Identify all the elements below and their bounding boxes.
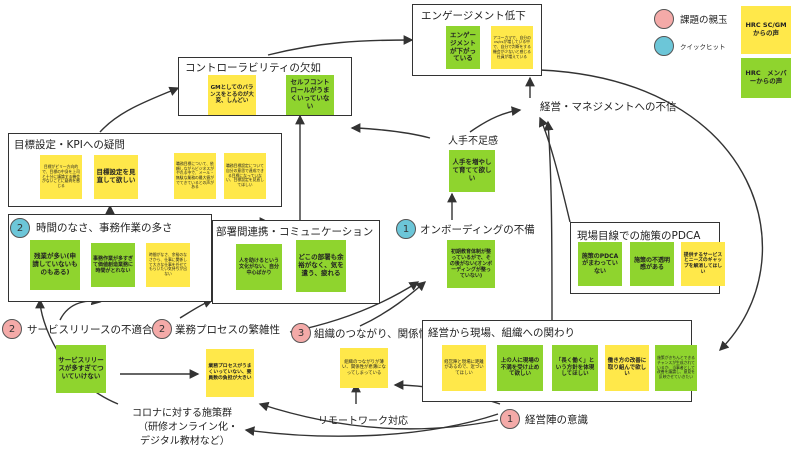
- mgmt-relation-note-1: 経営陣と現場に距離があるので、近づいてほしい: [442, 345, 486, 391]
- mgmt-relation-note-5: 施策がきちんとできるチャンスが生成されているか、当事者として改善を議論し、意見を…: [655, 345, 697, 391]
- mgmt-relation-note-3: 「長く働く」という方針を体現してほしい: [552, 345, 598, 391]
- process-badge: 2: [152, 319, 172, 339]
- corona-line-3: デジタル教材など）: [140, 436, 230, 447]
- legend-blue-label: クイックヒット: [680, 43, 726, 51]
- engagement-note-2: アコーカマで、自分のcs/csが増している中で、自分で判断をする機会が少ないと感…: [491, 26, 533, 69]
- corona-line-1: コロナに対する施策群: [132, 408, 232, 419]
- org-badge: 3: [291, 323, 311, 343]
- pdca-note-2: 施策の不透明感がある: [630, 242, 674, 286]
- busy-badge: 2: [10, 218, 30, 238]
- mgmt-relation-title: 経営から現場、組織への関わり: [428, 327, 575, 339]
- controllability-title: コントローラビリティの欠如: [185, 62, 321, 74]
- cross-dept-note-2: どこの部署も余裕がなく、気を遣う、疲れる: [296, 240, 346, 292]
- corona-line-2: （研修オンライン化・: [138, 422, 238, 433]
- legend-green-note: HRC メンバーからの声: [741, 58, 791, 98]
- busy-note-3: 時間がなさ、余裕のなさから、仕事に関係して大きな仕事を任せてもらいたい気持ちが出…: [146, 243, 190, 287]
- labor-shortage-note: 人手を増やして育てて欲しい: [449, 150, 495, 192]
- controllability-note-1: GMとしてのバランスをとるのが大変、しんどい: [208, 75, 256, 115]
- kpi-note-3: 職務目標について、依頼しながらビジネスがやれる中で、メール・無駄な業務の最大値が…: [174, 153, 216, 199]
- onboarding-label: オンボーディングの不備: [420, 224, 535, 236]
- onboarding-badge: 1: [396, 219, 416, 239]
- onboarding-note: 初期教育体制が整っているがで、その後がない(オンボーディングが整っていない): [447, 240, 495, 288]
- busy-title: 時間のなさ、事務作業の多さ: [36, 222, 173, 234]
- controllability-note-2: セルフコントロールがうまくいっていない: [286, 75, 334, 115]
- process-label: 業務プロセスの繁雑性: [175, 324, 280, 336]
- service-badge: 2: [2, 319, 22, 339]
- labor-shortage-label: 人手不足感: [448, 136, 498, 147]
- service-label: サービスリリースの不適合: [27, 324, 153, 336]
- remote-work-label: リモートワーク対応: [318, 416, 408, 427]
- management-distrust-label: 経営・マネジメントへの不信: [540, 101, 677, 113]
- legend-blue-circle: [654, 36, 674, 56]
- executive-badge: 1: [500, 409, 520, 429]
- engagement-title: エンゲージメント低下: [421, 10, 526, 22]
- busy-note-1: 残業が多い(申請していないものもある): [30, 240, 80, 290]
- pdca-title: 現場目線での施策のPDCA: [577, 230, 701, 242]
- mgmt-relation-note-4: 働き方の改善に取り組んで欲しい: [605, 345, 649, 391]
- service-note: サービスリリースが多すぎてついていけない: [56, 345, 106, 393]
- legend-pink-circle: [654, 9, 674, 29]
- legend-pink-label: 課題の親玉: [680, 15, 728, 26]
- engagement-note-1: エンゲージメントが下がっている: [446, 26, 480, 69]
- pdca-note-1: 施策のPDCAがまわっていない: [578, 242, 622, 286]
- kpi-note-4: 職務目標設定について自分の意思で達成できる目標になっていない、目標設定を見直して…: [224, 153, 266, 199]
- busy-note-2: 事務作業が多すぎて価値創造業務に時間がとれない: [91, 243, 135, 287]
- pdca-note-3: 提供するサービスとニーズのギャップを解消してほしい: [681, 242, 725, 286]
- org-note: 組織のつながりが薄い、関係性が希薄になってしまっている: [340, 348, 388, 388]
- kpi-title: 目標設定・KPIへの疑問: [14, 139, 125, 151]
- executive-label: 経営陣の意識: [525, 414, 588, 426]
- process-note: 業務プロセスがうまくいっていない、要員数の負担が大きい: [206, 349, 254, 397]
- cross-dept-note-1: 人を助けるという文化がない、自分中心ばかり: [236, 244, 282, 290]
- kpi-note-2: 目標設定を見直して欲しい: [94, 155, 138, 199]
- legend-yellow-note: HRC SC/GMからの声: [741, 6, 791, 54]
- org-label: 組織のつながり、関係性: [314, 328, 430, 340]
- kpi-note-1: 目標がピリ一方向的で、目標の中身を上司と十分に議論する機会がないことに疑問を感じ…: [40, 155, 82, 199]
- mgmt-relation-note-2: 上の人に現場の不満を受け止めて欲しい: [497, 345, 543, 391]
- cross-dept-title: 部署間連携・コミュニケーション: [216, 226, 374, 238]
